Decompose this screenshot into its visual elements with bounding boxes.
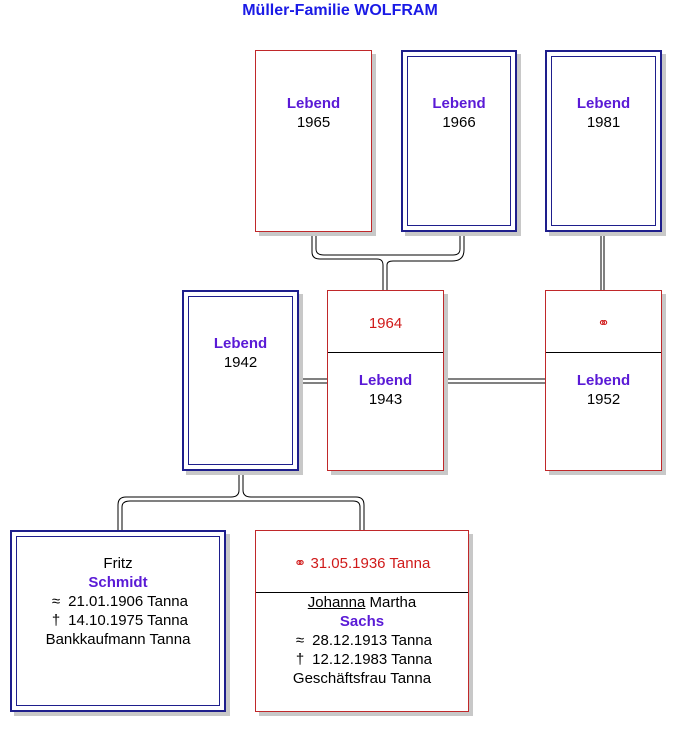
child-name: Lebend bbox=[286, 95, 341, 112]
child-year: 1981 bbox=[586, 114, 621, 131]
card-divider bbox=[256, 592, 468, 593]
birth-line: ≈ 28.12.1913 Tanna bbox=[256, 631, 468, 650]
given-name-second: Martha bbox=[369, 594, 417, 611]
person-card-1942[interactable]: Lebend 1942 bbox=[182, 290, 299, 471]
person-name: Lebend bbox=[358, 372, 413, 389]
card-inner-border bbox=[551, 56, 656, 226]
birth-line: ≈ 21.01.1906 Tanna bbox=[12, 592, 224, 611]
person-name: Lebend bbox=[213, 335, 268, 352]
death-date: 14.10.1975 Tanna bbox=[68, 612, 188, 629]
marriage-date: 31.05.1936 Tanna bbox=[310, 555, 431, 572]
person-year: 1952 bbox=[586, 391, 621, 408]
given-name: Fritz bbox=[103, 555, 133, 572]
couple-card-1952[interactable]: ⚭ Lebend 1952 bbox=[545, 290, 662, 471]
marriage-rings-icon: ⚭ bbox=[597, 315, 610, 332]
occupation: Bankkaufmann Tanna bbox=[45, 631, 191, 648]
baptism-icon: ≈ bbox=[295, 632, 305, 649]
surname: Sachs bbox=[339, 613, 385, 630]
death-cross-icon: † bbox=[295, 651, 305, 668]
person-year: 1942 bbox=[223, 354, 258, 371]
card-inner-border bbox=[407, 56, 511, 226]
marriage-rings-icon: ⚭ bbox=[293, 555, 307, 572]
occupation: Geschäftsfrau Tanna bbox=[292, 670, 432, 687]
page-title: Müller-Familie WOLFRAM bbox=[242, 2, 438, 19]
child-name: Lebend bbox=[432, 95, 486, 112]
couple-card-1943[interactable]: 1964 Lebend 1943 bbox=[327, 290, 444, 471]
baptism-icon: ≈ bbox=[51, 593, 61, 610]
marriage-line: ⚭ 31.05.1936 Tanna bbox=[256, 554, 468, 573]
card-divider bbox=[546, 352, 661, 353]
child-name: Lebend bbox=[576, 95, 631, 112]
person-year: 1943 bbox=[368, 391, 403, 408]
card-inner-border bbox=[16, 536, 220, 706]
death-cross-icon: † bbox=[51, 612, 61, 629]
surname: Schmidt bbox=[88, 574, 148, 591]
birth-date: 28.12.1913 Tanna bbox=[312, 632, 432, 649]
card-inner-border bbox=[188, 296, 293, 465]
couple-card-johanna-sachs[interactable]: ⚭ 31.05.1936 Tanna Johanna Martha Sachs … bbox=[255, 530, 469, 712]
child-year: 1965 bbox=[296, 114, 331, 131]
given-names: Johanna Martha bbox=[256, 593, 468, 612]
person-card-fritz-schmidt[interactable]: Fritz Schmidt ≈ 21.01.1906 Tanna † 14.10… bbox=[10, 530, 226, 712]
given-name-first: Johanna bbox=[307, 594, 366, 611]
birth-date: 21.01.1906 Tanna bbox=[68, 593, 188, 610]
child-year: 1966 bbox=[442, 114, 476, 131]
death-date: 12.12.1983 Tanna bbox=[312, 651, 432, 668]
person-name: Lebend bbox=[576, 372, 631, 389]
child-card-1965[interactable]: Lebend 1965 bbox=[255, 50, 372, 232]
card-divider bbox=[328, 352, 443, 353]
child-card-1981[interactable]: Lebend 1981 bbox=[545, 50, 662, 232]
child-card-1966[interactable]: Lebend 1966 bbox=[401, 50, 517, 232]
marriage-year: 1964 bbox=[368, 315, 403, 332]
death-line: † 12.12.1983 Tanna bbox=[256, 650, 468, 669]
death-line: † 14.10.1975 Tanna bbox=[12, 611, 224, 630]
